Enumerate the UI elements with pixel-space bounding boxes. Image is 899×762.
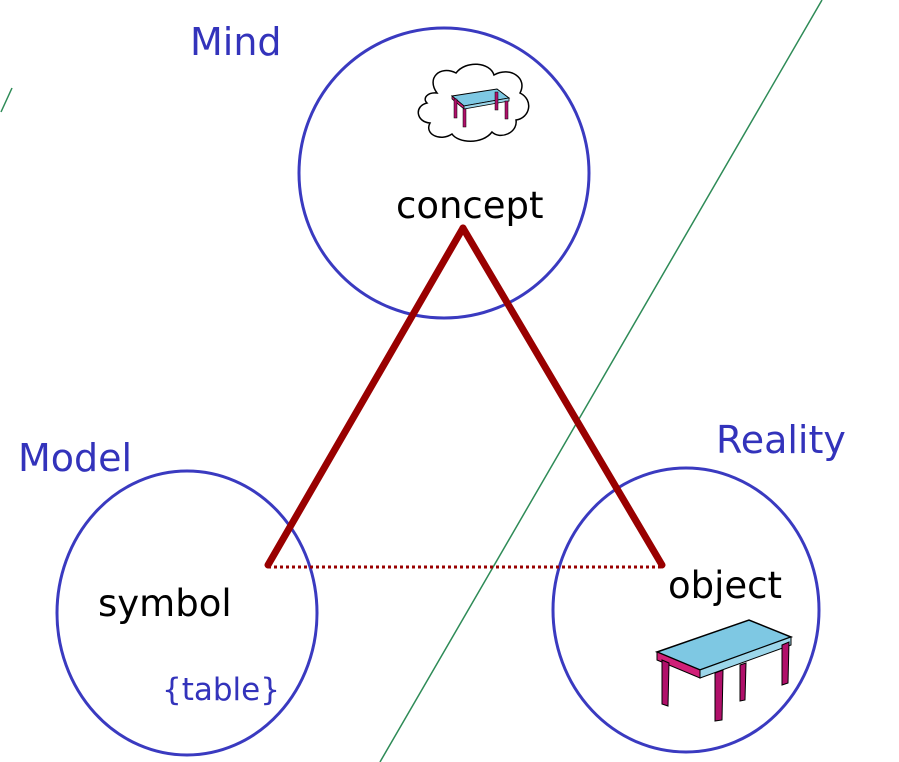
- mind-region-label: Mind: [190, 20, 282, 64]
- symbol-label: symbol: [98, 582, 232, 625]
- reality-circle: [551, 466, 821, 754]
- model-term-label: {table}: [162, 672, 280, 708]
- concept-label: concept: [396, 184, 544, 227]
- concept-object-edge: [459, 224, 666, 569]
- concept-symbol-edge: [264, 224, 467, 569]
- object-label: object: [668, 564, 782, 607]
- table-icon: [654, 619, 794, 722]
- divider-line-fragment: [0, 87, 13, 113]
- model-circle: [55, 469, 319, 757]
- divider-line: [379, 0, 823, 762]
- mind-circle: [297, 26, 591, 320]
- reality-region-label: Reality: [716, 418, 846, 462]
- thought-cloud-table-icon: [417, 63, 530, 142]
- model-region-label: Model: [18, 436, 132, 480]
